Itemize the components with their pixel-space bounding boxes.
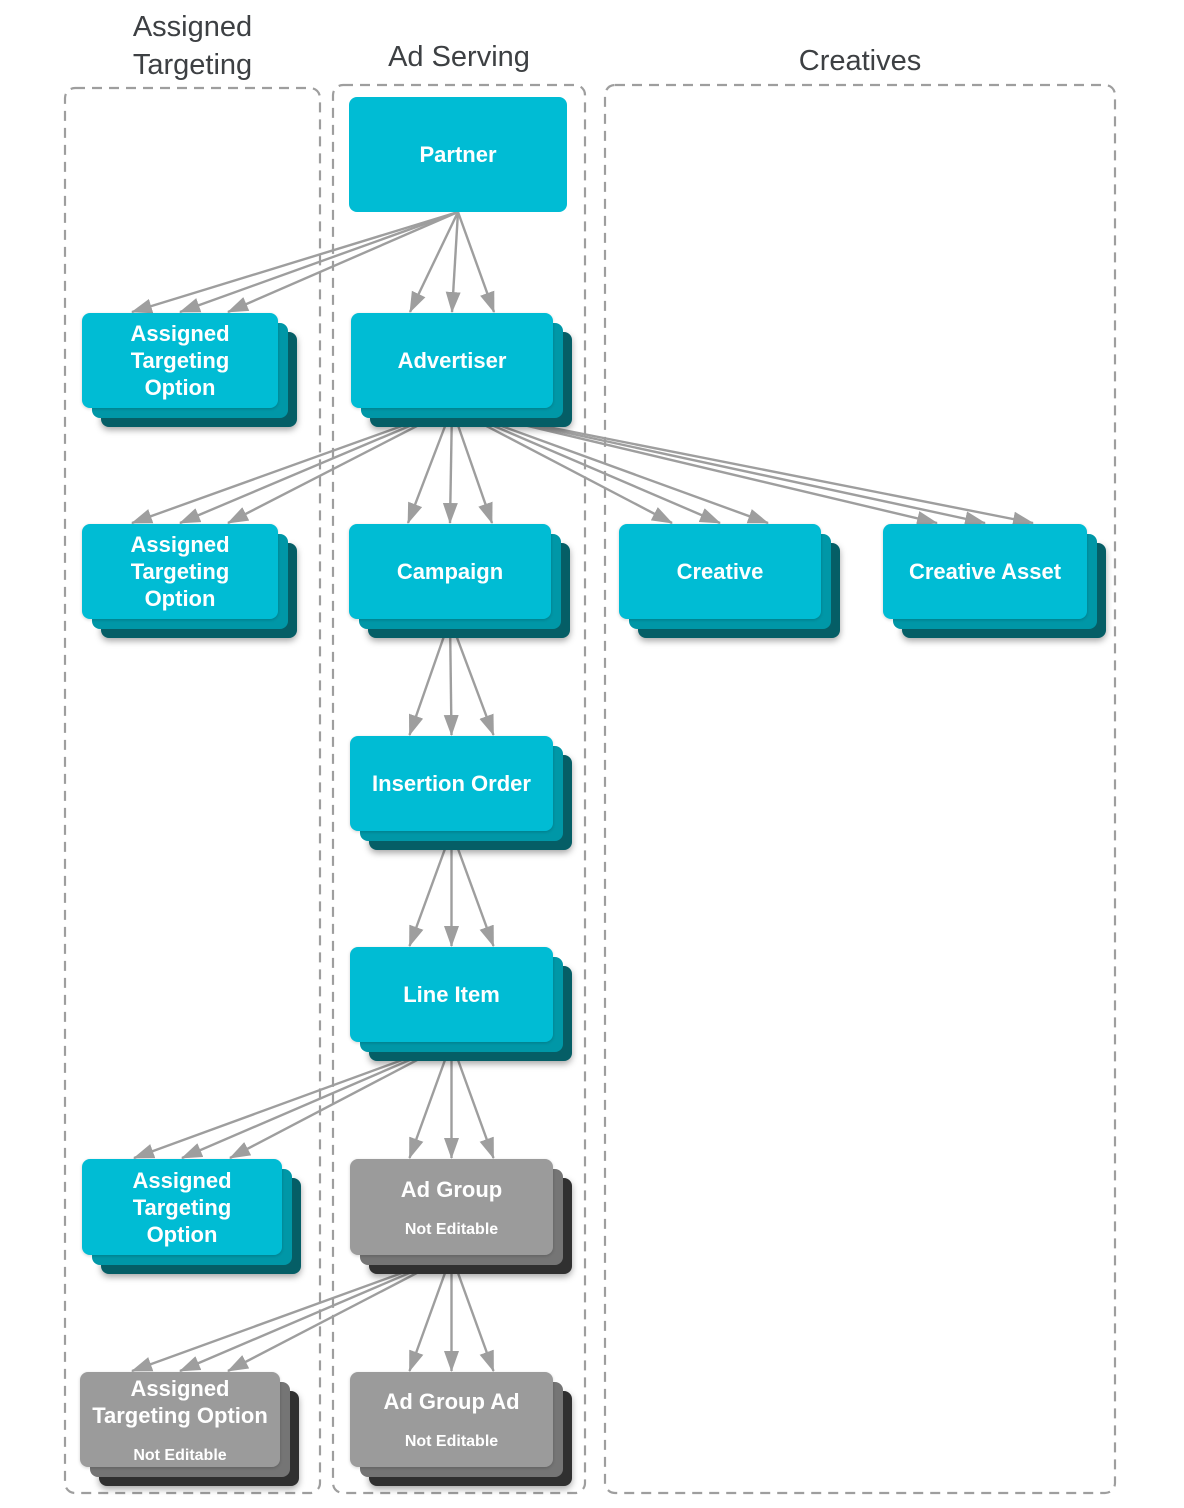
edge-partner-to-advertiser	[408, 211, 460, 313]
node-label: Advertiser	[397, 348, 507, 373]
node-face-line-item: Line Item	[350, 947, 553, 1042]
edge-ad-group-to-ad-group-ad	[408, 1254, 453, 1372]
node-label: Campaign	[396, 559, 504, 584]
edge-partner-to-ato-partner	[179, 210, 459, 314]
edge-advertiser-to-creative-asset	[451, 406, 938, 526]
node-creative-asset: Creative Asset	[883, 524, 1106, 638]
column-boxes	[63, 83, 1117, 1495]
node-ato-advertiser: Assigned Targeting Option	[82, 524, 297, 638]
edge-ad-group-to-ato-ad-group	[227, 1253, 453, 1373]
node-face-ato-partner: Assigned Targeting Option	[82, 313, 278, 408]
node-label: Assigned Targeting Option	[130, 321, 230, 400]
edge-insertion-order-to-line-item	[408, 830, 453, 947]
node-advertiser: Advertiser	[351, 313, 572, 427]
node-face-ato-advertiser: Assigned Targeting Option	[82, 524, 278, 619]
node-sublabel: Not Editable	[133, 1446, 227, 1464]
node-creative: Creative	[619, 524, 840, 638]
node-face-ad-group-ad: Ad Group Ad Not Editable	[350, 1372, 553, 1467]
edge-line-item-to-ad-group	[408, 1041, 453, 1159]
node-label: Ad Group	[400, 1176, 503, 1202]
edge-ad-group-to-ato-ad-group	[131, 1253, 452, 1373]
edge-lines	[131, 210, 1034, 1373]
edge-advertiser-to-creative	[451, 406, 673, 525]
node-face-advertiser: Advertiser	[351, 313, 553, 408]
edge-campaign-to-insertion-order	[408, 618, 452, 736]
edge-partner-to-advertiser	[456, 211, 496, 313]
node-label: Assigned Targeting Option	[132, 1167, 232, 1247]
node-label: Insertion Order	[372, 771, 531, 796]
node-label: Creative Asset	[908, 559, 1062, 584]
node-face-creative: Creative	[619, 524, 821, 619]
column-box-creatives	[603, 83, 1117, 1495]
edge-partner-to-ato-partner	[227, 210, 459, 314]
node-label: Creative	[676, 559, 764, 584]
edge-campaign-to-insertion-order	[443, 618, 459, 736]
node-line-item: Line Item	[350, 947, 572, 1061]
edge-advertiser-to-creative-asset	[451, 406, 986, 527]
edge-line-item-to-ato-line-item	[229, 1040, 453, 1160]
edge-line-item-to-ato-line-item	[133, 1040, 452, 1160]
node-campaign: Campaign	[349, 524, 570, 638]
edge-advertiser-to-creative	[451, 406, 769, 525]
node-partner: Partner	[349, 97, 567, 212]
edge-insertion-order-to-line-item	[450, 830, 495, 947]
node-face-creative-asset: Creative Asset	[883, 524, 1087, 619]
node-label: Partner	[419, 142, 497, 167]
edge-advertiser-to-ato-advertiser	[179, 406, 453, 525]
edge-advertiser-to-creative-asset	[451, 406, 1034, 527]
node-label: Assigned Targeting Option	[130, 532, 230, 611]
node-sublabel: Not Editable	[404, 1220, 499, 1238]
edge-advertiser-to-ato-advertiser	[131, 406, 453, 525]
node-face-insertion-order: Insertion Order	[350, 736, 553, 831]
column-box-assigned-targeting	[63, 86, 322, 1495]
node-label: Line Item	[403, 982, 500, 1007]
edge-line-item-to-ato-line-item	[181, 1040, 452, 1160]
node-insertion-order: Insertion Order	[350, 736, 572, 850]
edge-advertiser-to-creative	[451, 406, 721, 525]
edge-ad-group-to-ato-ad-group	[179, 1253, 452, 1373]
column-box-ad-serving	[331, 83, 587, 1495]
edge-line-item-to-ad-group	[450, 1041, 495, 1159]
column-header-ad-serving: Ad Serving	[388, 41, 530, 73]
edge-advertiser-to-campaign	[450, 407, 494, 524]
edge-advertiser-to-campaign	[442, 407, 458, 524]
node-ad-group-ad: Ad Group Ad Not Editable	[350, 1372, 572, 1486]
node-sublabel: Not Editable	[404, 1433, 499, 1450]
edge-advertiser-to-campaign	[406, 407, 454, 524]
edge-ad-group-to-ad-group-ad	[450, 1254, 495, 1372]
edge-partner-to-ato-partner	[131, 210, 459, 314]
node-face-ato-line-item: Assigned Targeting Option	[82, 1159, 282, 1255]
edge-campaign-to-insertion-order	[448, 618, 495, 736]
node-label: Assigned Targeting Option	[92, 1375, 268, 1428]
node-ato-partner: Assigned Targeting Option	[82, 313, 297, 427]
column-header-assigned-targeting: Assigned Targeting	[132, 11, 253, 81]
node-label: Ad Group Ad	[383, 1389, 520, 1414]
column-header-creatives: Creatives	[798, 45, 922, 77]
edge-partner-to-advertiser	[445, 211, 461, 313]
node-face-partner: Partner	[349, 97, 567, 212]
edge-advertiser-to-ato-advertiser	[227, 406, 453, 525]
node-face-campaign: Campaign	[349, 524, 551, 619]
node-ato-line-item: Assigned Targeting Option	[82, 1159, 301, 1274]
